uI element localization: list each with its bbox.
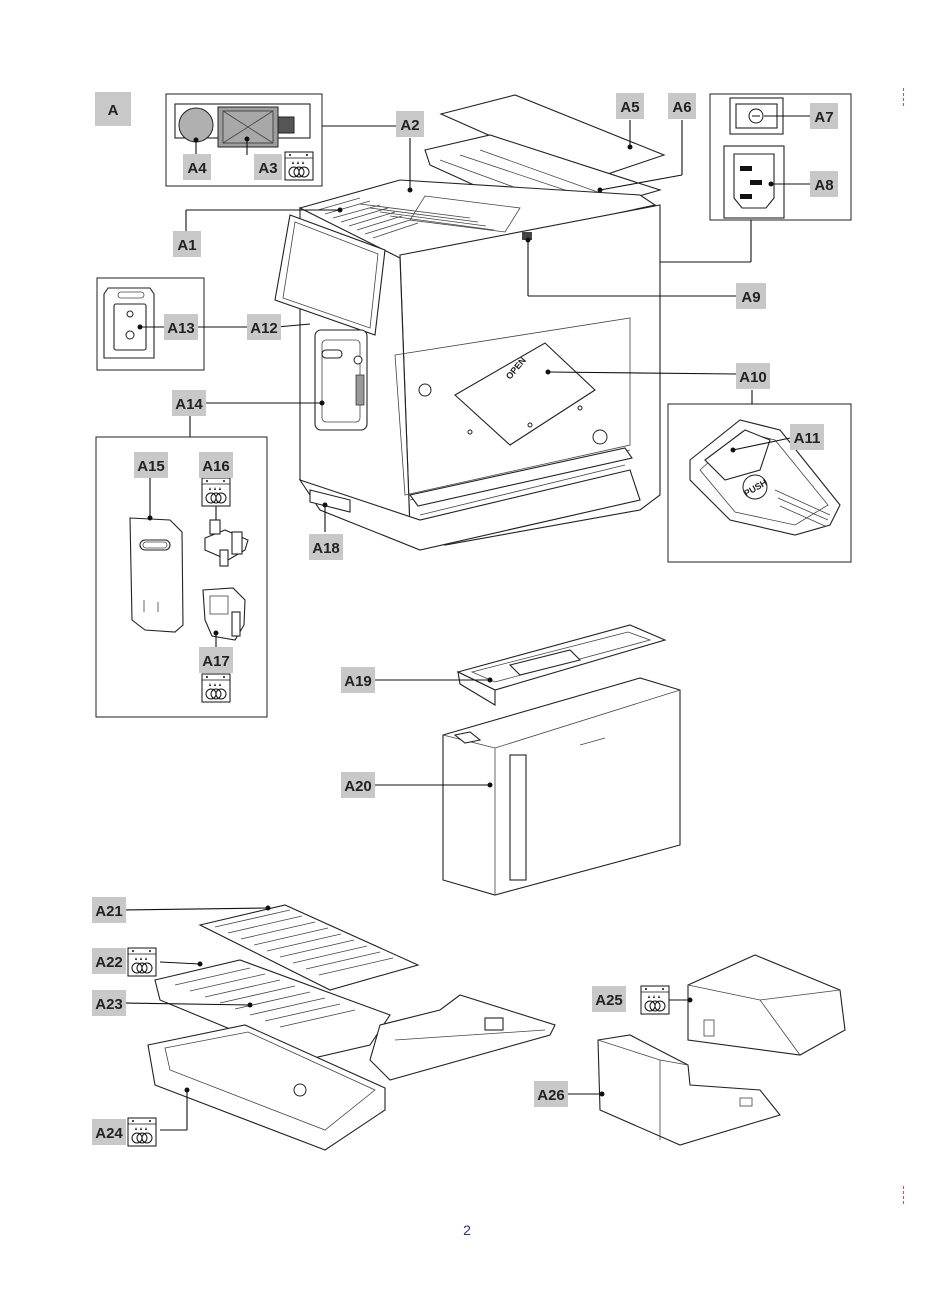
dishwasher-safe-icon <box>127 947 157 977</box>
callout-A1: A1 <box>173 231 201 257</box>
dishwasher-safe-icon <box>284 151 314 181</box>
coffee-machine-body: OPEN <box>274 94 666 551</box>
inset-panel-brew-unit: PUSH <box>667 390 852 563</box>
callout-A25: A25 <box>592 986 626 1012</box>
drip-tray-assembly <box>124 904 556 1151</box>
dishwasher-safe-icon <box>201 477 231 507</box>
callout-A9: A9 <box>736 283 766 309</box>
svg-text:A4: A4 <box>187 160 207 177</box>
svg-text:A: A <box>108 102 119 119</box>
dishwasher-safe-icon <box>127 1117 157 1147</box>
svg-text:A18: A18 <box>312 540 340 557</box>
crop-mark-top <box>903 88 905 106</box>
callout-A20: A20 <box>341 772 375 798</box>
callout-A16: A16 <box>199 452 233 478</box>
svg-text:A24: A24 <box>95 1125 123 1142</box>
svg-text:A5: A5 <box>620 99 639 116</box>
callout-A11: A11 <box>790 424 824 450</box>
svg-text:A22: A22 <box>95 954 123 971</box>
callout-A5: A5 <box>616 93 644 119</box>
svg-text:A23: A23 <box>95 996 123 1013</box>
callout-A21: A21 <box>92 897 126 923</box>
power-switch-icon <box>748 108 764 124</box>
svg-text:A19: A19 <box>344 673 372 690</box>
callout-A24: A24 <box>92 1119 126 1145</box>
svg-text:A13: A13 <box>167 320 195 337</box>
page-number: 2 <box>463 1222 471 1238</box>
svg-text:A7: A7 <box>814 109 833 126</box>
svg-text:A12: A12 <box>250 320 278 337</box>
svg-text:A9: A9 <box>741 289 760 306</box>
callout-A26: A26 <box>534 1081 568 1107</box>
crop-mark-bottom <box>903 1186 905 1204</box>
svg-text:A11: A11 <box>794 430 821 447</box>
svg-text:A26: A26 <box>537 1087 565 1104</box>
svg-text:A25: A25 <box>595 992 623 1009</box>
callout-A15: A15 <box>134 452 168 478</box>
inset-panel-milk-connector <box>96 277 205 371</box>
dishwasher-safe-icon <box>640 985 670 1015</box>
callout-A13: A13 <box>164 314 198 340</box>
milk-container-parts <box>568 954 846 1146</box>
callout-A17: A17 <box>199 647 233 673</box>
svg-text:A8: A8 <box>814 177 833 194</box>
svg-text:A20: A20 <box>344 778 372 795</box>
callout-A18: A18 <box>309 534 343 560</box>
callout-A3: A3 <box>254 154 282 180</box>
inset-panel-power <box>709 93 852 221</box>
inset-panel-filter <box>165 93 323 187</box>
power-socket-icon <box>733 153 775 209</box>
dishwasher-safe-icon <box>201 673 231 703</box>
callout-A14: A14 <box>172 390 206 416</box>
svg-text:A14: A14 <box>175 396 203 413</box>
callout-A12: A12 <box>247 314 281 340</box>
callout-A23: A23 <box>92 990 126 1016</box>
svg-text:A16: A16 <box>202 458 230 475</box>
water-tank <box>375 624 681 896</box>
callout-A19: A19 <box>341 667 375 693</box>
callout-A7: A7 <box>810 103 838 129</box>
svg-text:A21: A21 <box>95 903 123 920</box>
inset-panel-spout-parts <box>95 415 268 718</box>
callout-A22: A22 <box>92 948 126 974</box>
svg-text:A10: A10 <box>739 369 767 386</box>
svg-text:A3: A3 <box>258 160 277 177</box>
callout-A10: A10 <box>736 363 770 389</box>
svg-text:A6: A6 <box>672 99 691 116</box>
callout-A8: A8 <box>810 171 838 197</box>
leader-lines <box>185 120 752 532</box>
section-label: A <box>95 92 131 126</box>
svg-text:A2: A2 <box>400 117 419 134</box>
svg-text:A1: A1 <box>177 237 196 254</box>
svg-text:A15: A15 <box>137 458 165 475</box>
callout-A2: A2 <box>396 111 424 137</box>
callout-A6: A6 <box>668 93 696 119</box>
callout-A4: A4 <box>183 154 211 180</box>
svg-text:A17: A17 <box>202 653 230 670</box>
